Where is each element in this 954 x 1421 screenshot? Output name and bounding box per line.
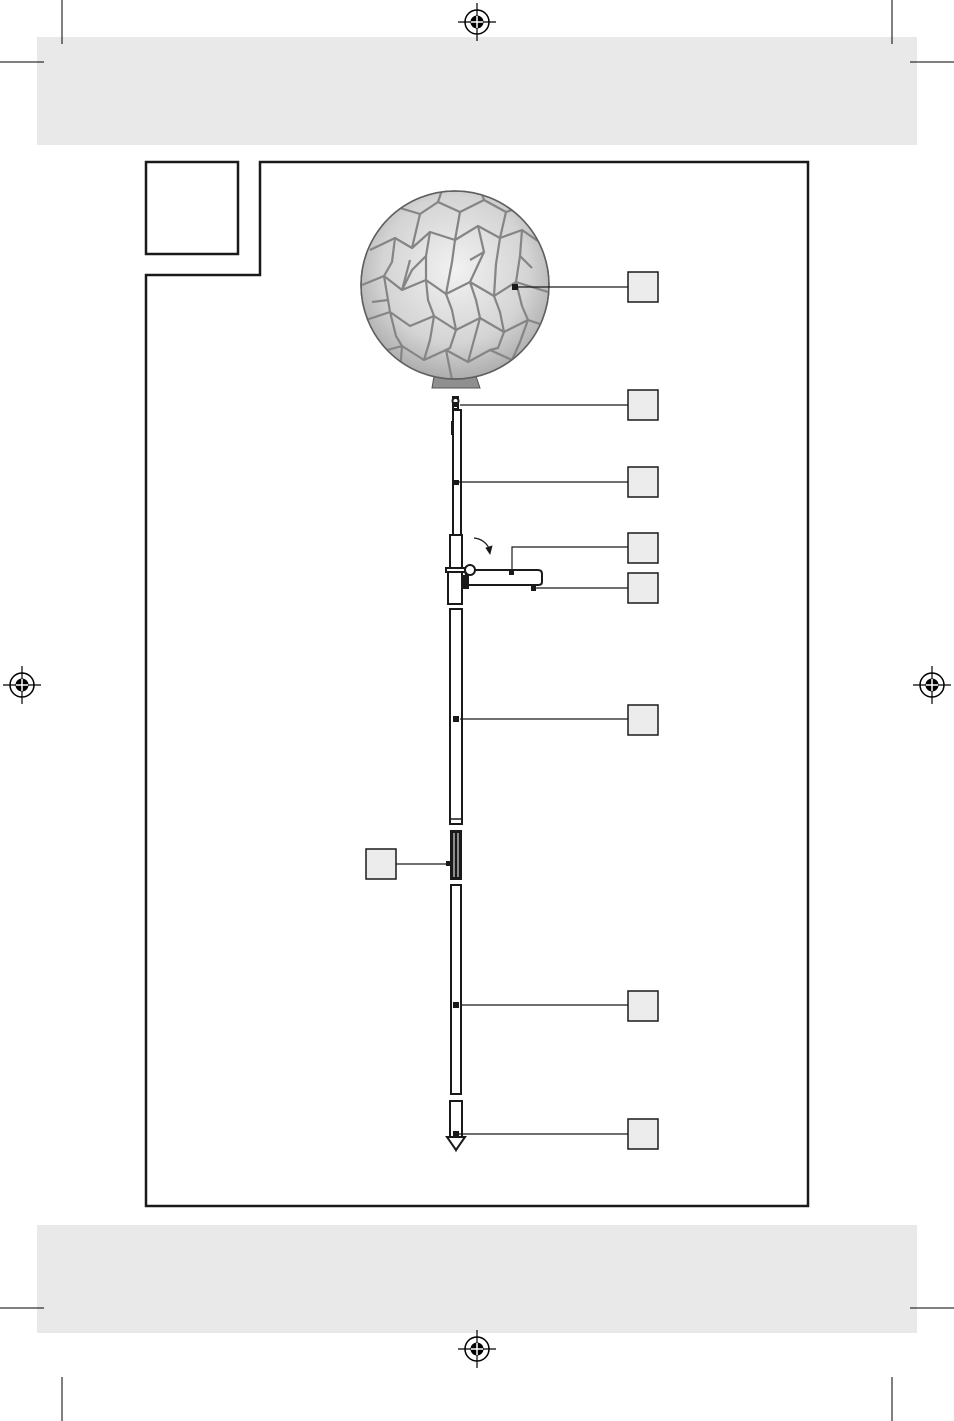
registration-mark-left [3,666,41,704]
crackle-globe [360,190,550,389]
callout-solar-panel-bottom [627,572,659,604]
callout-solar-panel-top [627,532,659,564]
top-print-band [37,37,917,145]
leader-dots [446,402,536,1137]
pole-assembly [445,396,543,1153]
leader-lines [396,286,628,1135]
lower-tube-part [450,884,462,1095]
solar-panel-part [463,569,543,586]
figure-number-box [144,160,240,256]
upper-tube-part [452,409,462,536]
callout-ground-spike [627,1118,659,1150]
figure-frame [144,160,810,1208]
bottom-print-band [37,1225,917,1333]
callout-connector-tip [627,389,659,421]
callout-tube-coupler [365,848,397,880]
callout-globe [627,271,659,303]
callout-middle-tube [627,704,659,736]
callout-upper-tube [627,466,659,498]
callout-lower-tube [627,990,659,1022]
tube-coupler-part [450,830,462,880]
registration-mark-right [913,666,951,704]
registration-mark-bottom [458,1330,496,1368]
registration-mark-top [458,3,496,41]
